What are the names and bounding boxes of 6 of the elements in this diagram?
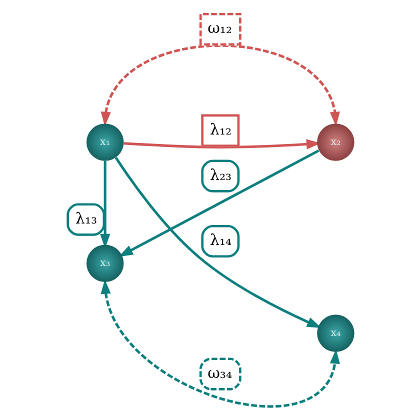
edge-label: λ₁₄ (209, 231, 232, 250)
edge-label: λ₂₃ (209, 166, 232, 184)
edge-label: λ₁₃ (74, 209, 97, 228)
edge-label: λ₁₂ (209, 120, 232, 139)
edge-label: ω₃₄ (207, 364, 232, 382)
edge-label: ω₁₂ (207, 19, 232, 38)
